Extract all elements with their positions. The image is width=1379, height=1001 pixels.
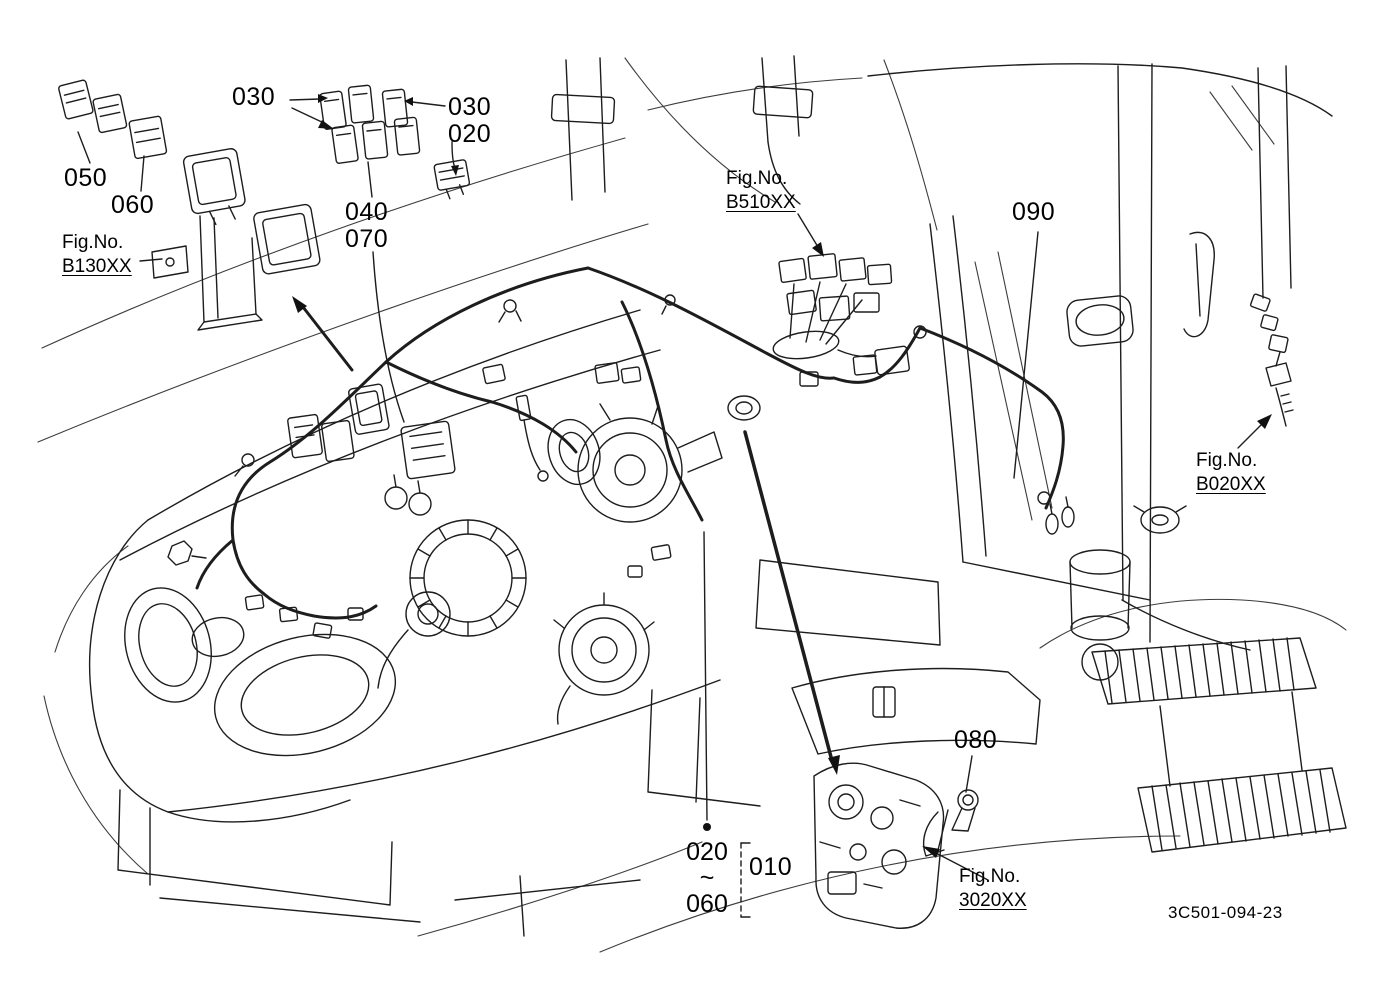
figref-b020: Fig.No. B020XX: [1196, 449, 1266, 497]
fuse-cluster-030: [319, 84, 421, 164]
pointer-arrows: [292, 94, 1272, 858]
figref-b130: Fig.No. B130XX: [62, 231, 132, 279]
callout-060-range-end: 060: [686, 890, 728, 918]
leader-dot: [703, 823, 711, 831]
callout-080: 080: [954, 726, 998, 754]
figref-b020-code[interactable]: B020XX: [1196, 474, 1266, 495]
tractor-hood: [89, 309, 721, 906]
callout-range-020-060: 020 ~ 060: [678, 839, 736, 917]
figref-b130-prefix: Fig.No.: [62, 232, 124, 253]
figref-3020: Fig.No. 3020XX: [959, 865, 1027, 913]
cab-steps: [1091, 637, 1347, 853]
figref-b020-prefix: Fig.No.: [1196, 450, 1258, 471]
b510-connectors: [772, 253, 927, 376]
right-side-parts: [1037, 293, 1294, 681]
callout-060: 060: [111, 191, 155, 219]
engine-block: [813, 762, 945, 929]
figref-3020-code[interactable]: 3020XX: [959, 890, 1027, 911]
harness-connectors: [167, 294, 878, 639]
chassis-frame: [159, 559, 1041, 937]
callout-090: 090: [1012, 198, 1056, 226]
callout-050: 050: [64, 164, 108, 192]
bolt-080: [922, 789, 979, 857]
callout-030-020-group: 030 020: [448, 94, 491, 148]
ac-compressor: [553, 592, 655, 725]
callout-030-left: 030: [232, 83, 276, 111]
alternator: [377, 519, 527, 689]
callout-020-top: 020: [448, 120, 492, 148]
starter-motor: [547, 403, 723, 523]
callout-030-right: 030: [448, 93, 492, 121]
drawing-number: 3C501-094-23: [1168, 903, 1283, 922]
cab-frame: [867, 63, 1333, 651]
callout-070: 070: [345, 225, 389, 253]
connector-group-050-060: [58, 79, 168, 160]
figref-b510-code[interactable]: B510XX: [726, 192, 796, 213]
exhaust-pipe: [550, 55, 814, 205]
callout-010: 010: [749, 853, 793, 881]
figref-b510-prefix: Fig.No.: [726, 168, 788, 189]
callout-040-070-group: 040 070: [345, 199, 388, 253]
figref-b510: Fig.No. B510XX: [726, 167, 796, 215]
relay-cluster: [151, 148, 321, 331]
callout-020-range-start: 020: [686, 838, 728, 866]
figref-3020-prefix: Fig.No.: [959, 866, 1021, 887]
figref-b130-code[interactable]: B130XX: [62, 256, 132, 277]
callout-040: 040: [345, 198, 389, 226]
leader-lines: [77, 98, 1265, 918]
relay-020: [433, 159, 471, 200]
range-tilde: ~: [699, 864, 715, 892]
